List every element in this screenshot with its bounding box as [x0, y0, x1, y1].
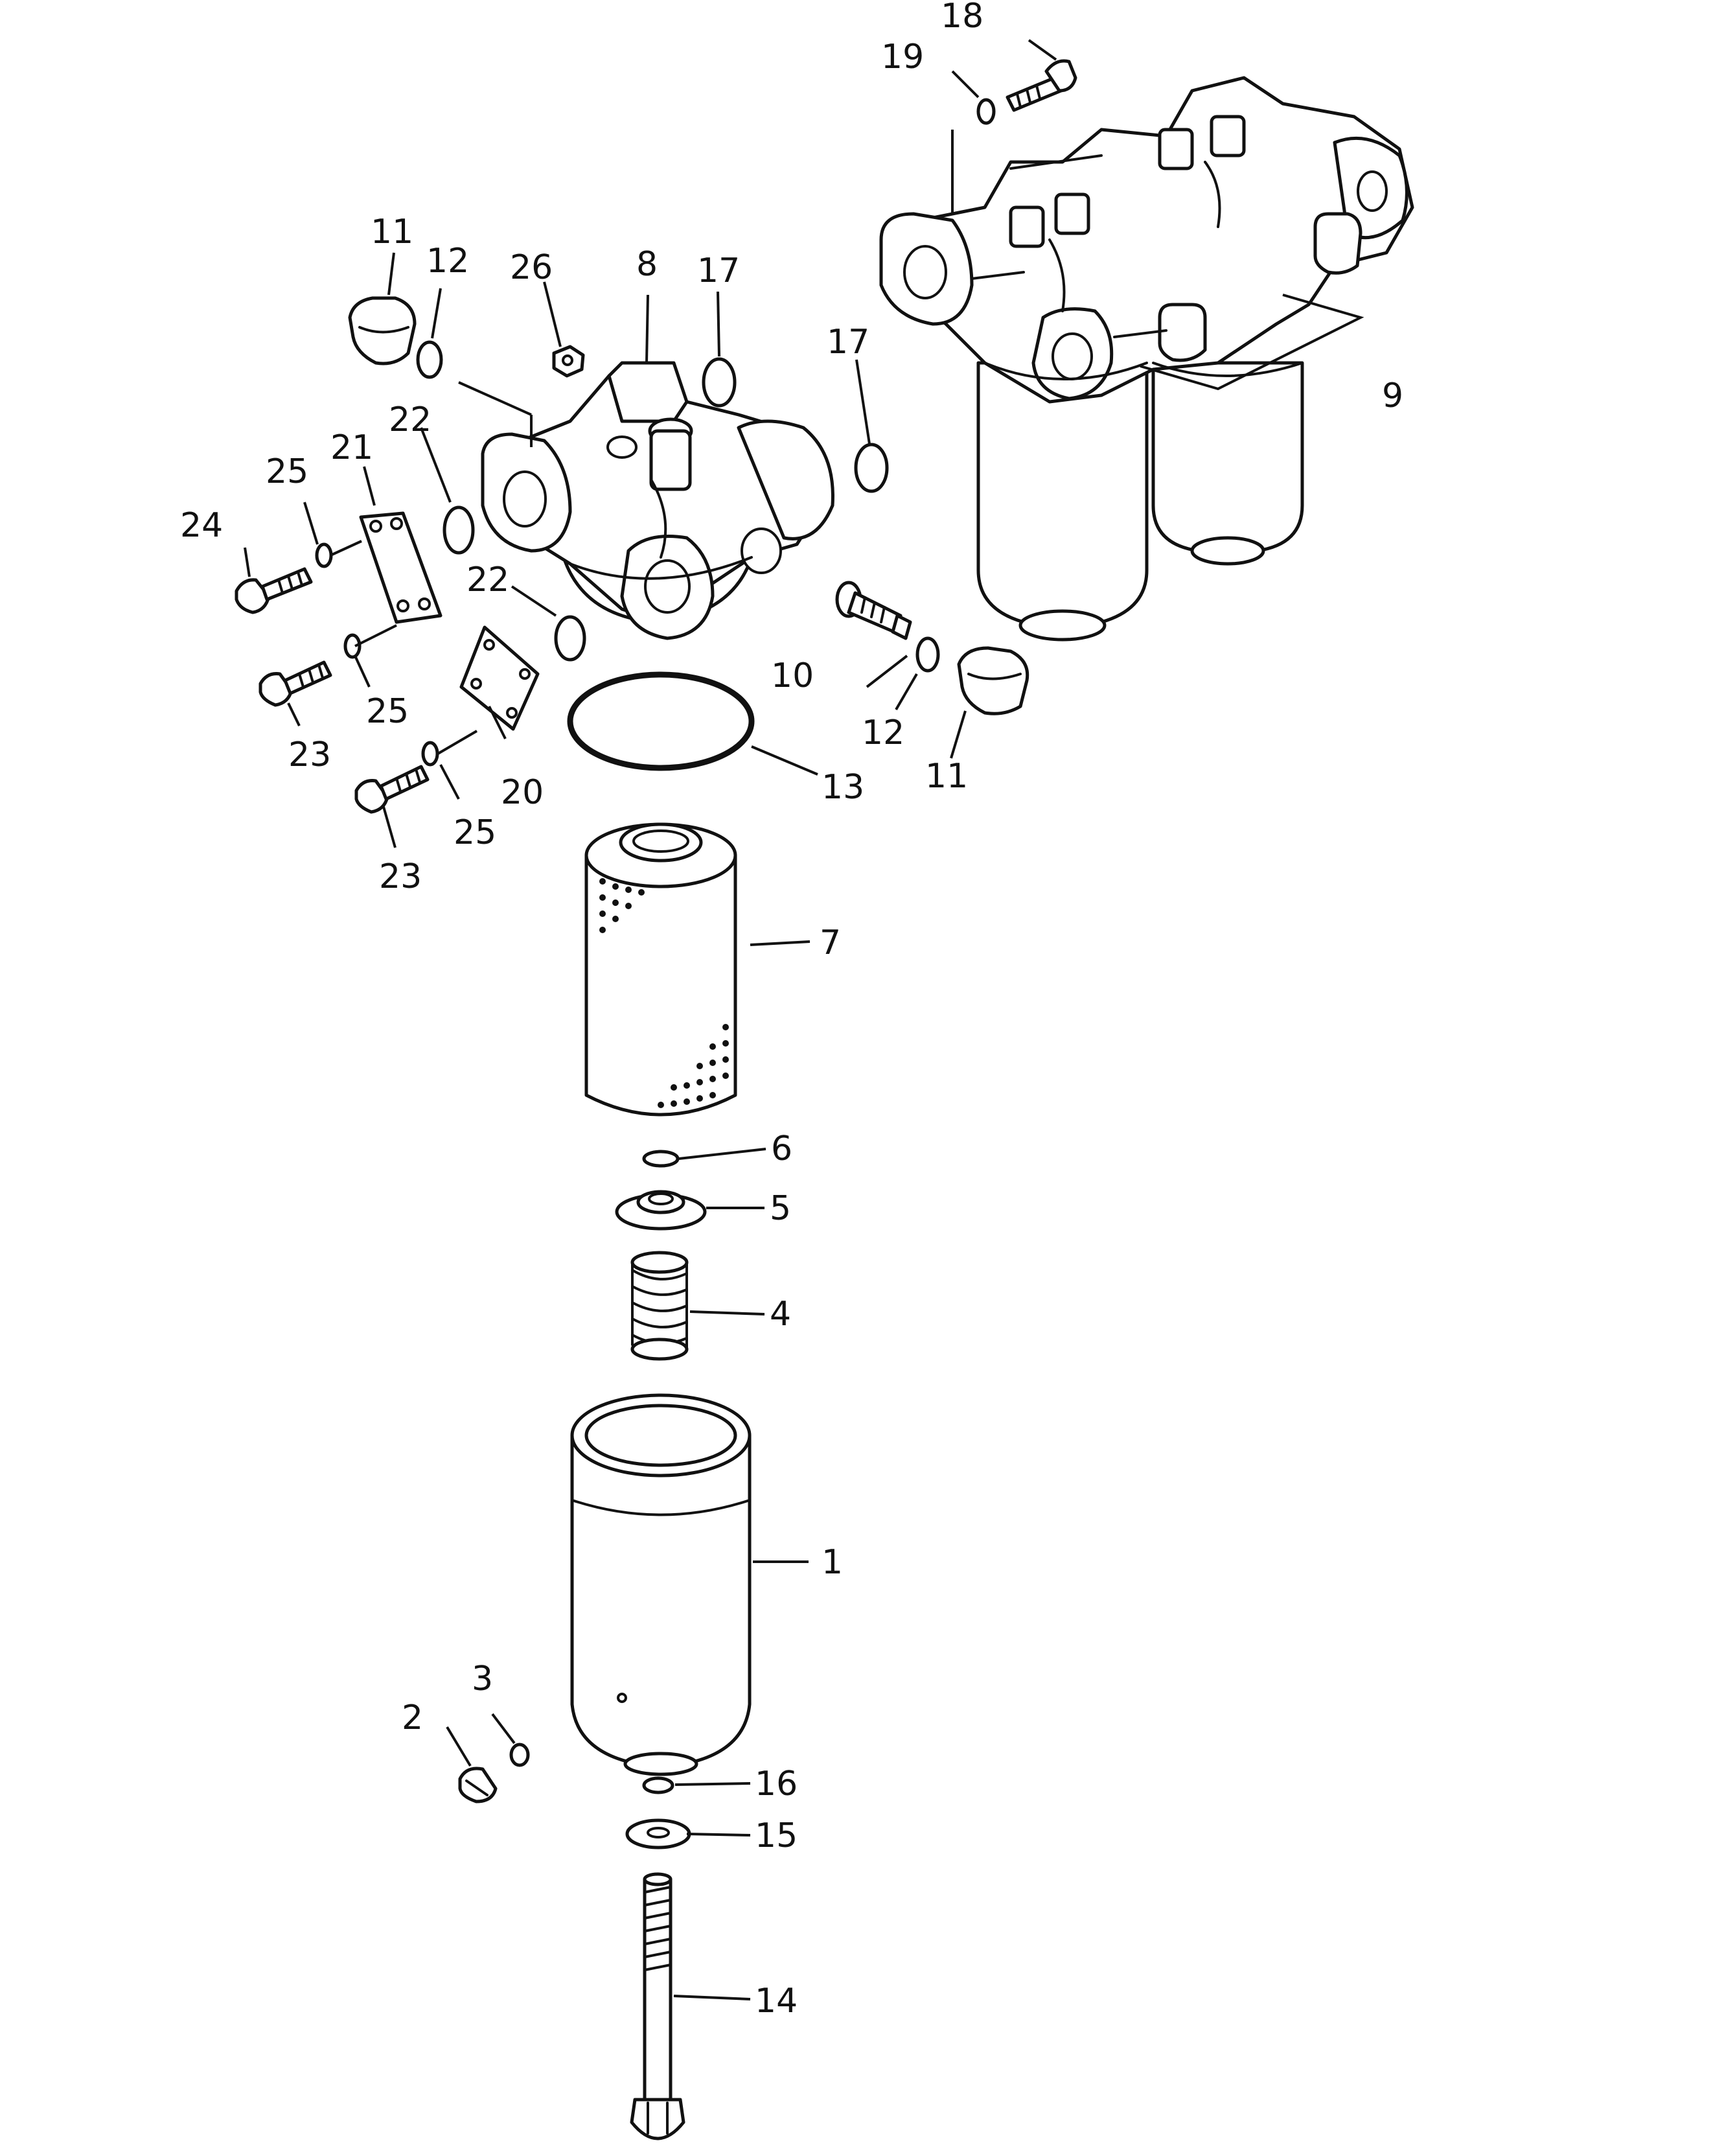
assembled-double-filter — [879, 76, 1414, 642]
callout-25-c: 25 — [454, 813, 496, 852]
washer-15 — [625, 1818, 691, 1849]
perforation-dots-upper — [599, 878, 645, 933]
cover-plate-21 — [359, 511, 443, 624]
cover-plate-20 — [459, 625, 540, 731]
washer-25-a — [315, 542, 333, 568]
callout-12-upper: 12 — [426, 242, 469, 281]
o-ring-22-lower — [554, 615, 586, 662]
o-ring-12-upper — [416, 340, 443, 379]
o-ring-3 — [509, 1743, 530, 1767]
callout-22-upper: 22 — [389, 400, 431, 439]
callout-12-lower: 12 — [862, 713, 904, 752]
perforation-dots-lower — [658, 1024, 729, 1108]
o-ring-17-left — [702, 357, 737, 408]
spring-4 — [630, 1251, 689, 1361]
callout-11-upper: 11 — [371, 213, 413, 251]
callout-4: 4 — [770, 1295, 791, 1334]
callout-5: 5 — [770, 1189, 791, 1228]
washer-25-c — [421, 741, 439, 767]
callout-10: 10 — [771, 656, 814, 695]
callout-13: 13 — [822, 768, 864, 807]
large-o-ring-13 — [567, 671, 755, 771]
callout-21: 21 — [330, 428, 373, 467]
o-ring-16 — [642, 1776, 674, 1794]
center-bolt-14 — [630, 1872, 685, 2140]
bolt-24 — [235, 567, 313, 614]
filter-bowl-1 — [570, 1393, 752, 1776]
callout-18: 18 — [941, 0, 983, 36]
spring-seat-5 — [615, 1190, 707, 1231]
callout-23-lower: 23 — [379, 857, 422, 896]
o-ring-6 — [642, 1150, 680, 1168]
callout-16: 16 — [755, 1765, 798, 1803]
nut-26 — [552, 345, 585, 378]
filter-element-7 — [584, 822, 737, 1117]
bolt-18 — [1006, 59, 1077, 112]
callout-20: 20 — [501, 773, 544, 812]
o-ring-17-right — [854, 443, 889, 493]
plug-right — [957, 646, 1029, 715]
o-ring-12-lower — [915, 636, 940, 673]
bolt-23-upper — [259, 660, 332, 707]
callout-numbers: 1 2 3 4 5 6 7 8 9 10 11 11 12 12 13 14 1… — [180, 0, 1403, 2021]
callout-2: 2 — [402, 1698, 423, 1737]
filter-head — [481, 361, 834, 640]
callout-14: 14 — [755, 1982, 798, 2021]
callout-1: 1 — [822, 1543, 843, 1582]
callout-25-b: 25 — [366, 692, 409, 731]
callout-26: 26 — [510, 248, 553, 287]
callout-11-lower: 11 — [925, 757, 968, 796]
washer-19 — [976, 98, 996, 125]
callout-7: 7 — [820, 923, 841, 962]
leader-lines — [244, 39, 1057, 2000]
callout-3: 3 — [472, 1660, 493, 1698]
bolt-23-lower — [354, 765, 430, 814]
plug-upper — [348, 296, 417, 365]
callout-25-a: 25 — [266, 452, 308, 491]
callout-22-lower: 22 — [466, 561, 509, 599]
callout-24: 24 — [180, 506, 223, 545]
callout-17-right: 17 — [827, 323, 869, 362]
callout-6: 6 — [771, 1130, 792, 1168]
drain-plug-2 — [458, 1767, 498, 1803]
callout-23-upper: 23 — [288, 736, 331, 774]
o-ring-22-upper — [443, 505, 475, 555]
callout-9: 9 — [1382, 377, 1403, 415]
valve-10 — [835, 581, 912, 640]
callout-15: 15 — [755, 1816, 798, 1855]
callout-17-left: 17 — [697, 251, 740, 290]
callout-19: 19 — [881, 38, 924, 76]
washer-25-b — [343, 633, 362, 659]
callout-8: 8 — [636, 245, 658, 284]
